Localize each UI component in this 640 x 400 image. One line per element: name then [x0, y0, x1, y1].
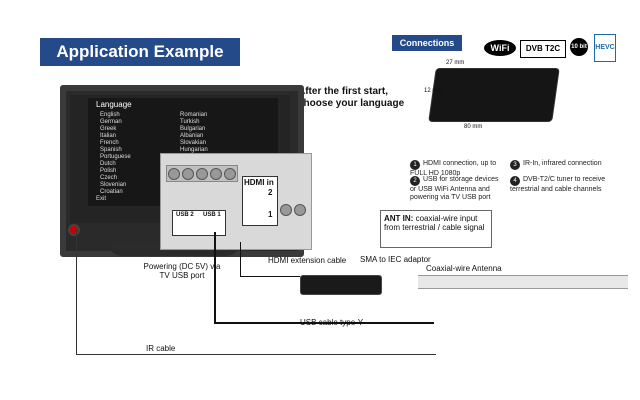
menu-language-item[interactable]: Italian: [100, 133, 117, 139]
menu-language-item[interactable]: Hungarian: [180, 147, 208, 153]
panel-port: [224, 168, 236, 180]
hdmi-in-label: HDMI in: [244, 178, 274, 187]
usb-cable: [214, 232, 216, 322]
panel-port: [294, 204, 306, 216]
menu-language-item[interactable]: Slovakian: [180, 140, 207, 146]
panel-port: [196, 168, 208, 180]
ir-cable-h: [76, 354, 436, 355]
menu-language-item[interactable]: Albanian: [180, 133, 204, 139]
ir-sensor: [68, 224, 80, 236]
usb-cable-label: USB cable type-Y: [300, 318, 364, 327]
menu-language-item[interactable]: German: [100, 119, 122, 125]
power-label: Powering (DC 5V) via TV USB port: [143, 262, 221, 280]
panel-port: [210, 168, 222, 180]
hdmi-1-label: 1: [268, 210, 273, 219]
ir-cable-label: IR cable: [146, 344, 176, 353]
menu-language-item[interactable]: Czech: [100, 175, 118, 181]
menu-language-item[interactable]: Croatian: [100, 189, 123, 195]
panel-port: [280, 204, 292, 216]
hdmi-cable-h: [240, 276, 300, 277]
tenbit-icon: 10 bit: [570, 38, 588, 56]
page-title: Application Example: [40, 38, 240, 66]
menu-language-item[interactable]: Greek: [100, 126, 117, 132]
menu-language-item[interactable]: English: [100, 112, 120, 118]
ant-in-box: [380, 210, 492, 248]
hdmi-cable-v: [240, 242, 241, 276]
menu-language-item[interactable]: Bulgarian: [180, 126, 206, 132]
tuner-stick: [300, 275, 382, 295]
menu-header: Language: [96, 100, 132, 109]
wifi-icon: WiFi: [484, 40, 516, 56]
menu-language-item[interactable]: Romanian: [180, 112, 208, 118]
hdmi-in-box: [242, 176, 278, 226]
hdmi-ext-label: HDMI extension cable: [268, 256, 347, 265]
usb1-label: USB 1: [203, 212, 221, 218]
hdmi-2-label: 2: [268, 188, 273, 197]
tuner-stick-image: [428, 68, 560, 122]
usb-box: [172, 210, 226, 236]
ant-in-text: ANT IN: coaxial-wire input from terrestr…: [384, 214, 485, 232]
ir-cable-v: [76, 230, 77, 354]
usb2-label: USB 2: [176, 212, 194, 218]
coax-antenna-cable: [418, 275, 628, 289]
sma-label: SMA to IEC adaptor: [360, 255, 431, 264]
hevc-icon: HEVC: [594, 34, 616, 62]
menu-language-item[interactable]: Spanish: [100, 147, 122, 153]
connections-header: Connections: [392, 35, 462, 51]
menu-language-item[interactable]: French: [100, 140, 119, 146]
menu-language-item[interactable]: Polish: [100, 168, 117, 174]
dim-length: 80 mm: [464, 124, 483, 130]
coax-label: Coaxial-wire Antenna: [426, 264, 502, 273]
menu-language-item[interactable]: Dutch: [100, 161, 116, 167]
panel-port: [182, 168, 194, 180]
dim-width: 27 mm: [446, 60, 465, 66]
menu-footer: Exit: [96, 196, 107, 202]
instructions: After the first start, choose your langu…: [298, 86, 405, 109]
menu-language-item[interactable]: Turkish: [180, 119, 200, 125]
panel-port: [168, 168, 180, 180]
menu-language-item[interactable]: Portuguese: [100, 154, 131, 160]
menu-language-item[interactable]: Slovenian: [100, 182, 127, 188]
dim-height: 12 mm: [424, 88, 443, 94]
dvb-icon: DVB T2C: [520, 40, 566, 58]
usb-cable-h: [214, 322, 434, 324]
